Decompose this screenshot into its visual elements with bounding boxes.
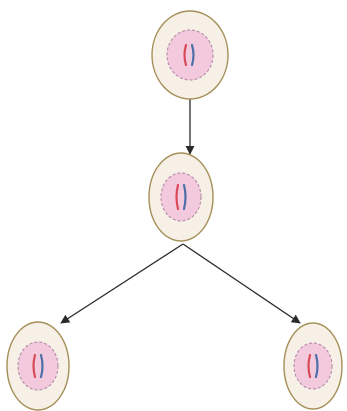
parent-cell: [152, 11, 228, 99]
nucleus: [167, 30, 213, 80]
arrow-intermediate-to-right: [183, 244, 300, 323]
nucleus: [18, 342, 58, 390]
intermediate-cell: [149, 153, 213, 241]
daughter-cell-left: [7, 322, 69, 410]
nucleus: [161, 173, 201, 221]
nucleus: [294, 343, 332, 389]
arrow-intermediate-to-left: [61, 244, 183, 323]
daughter-cell-right: [284, 323, 342, 409]
